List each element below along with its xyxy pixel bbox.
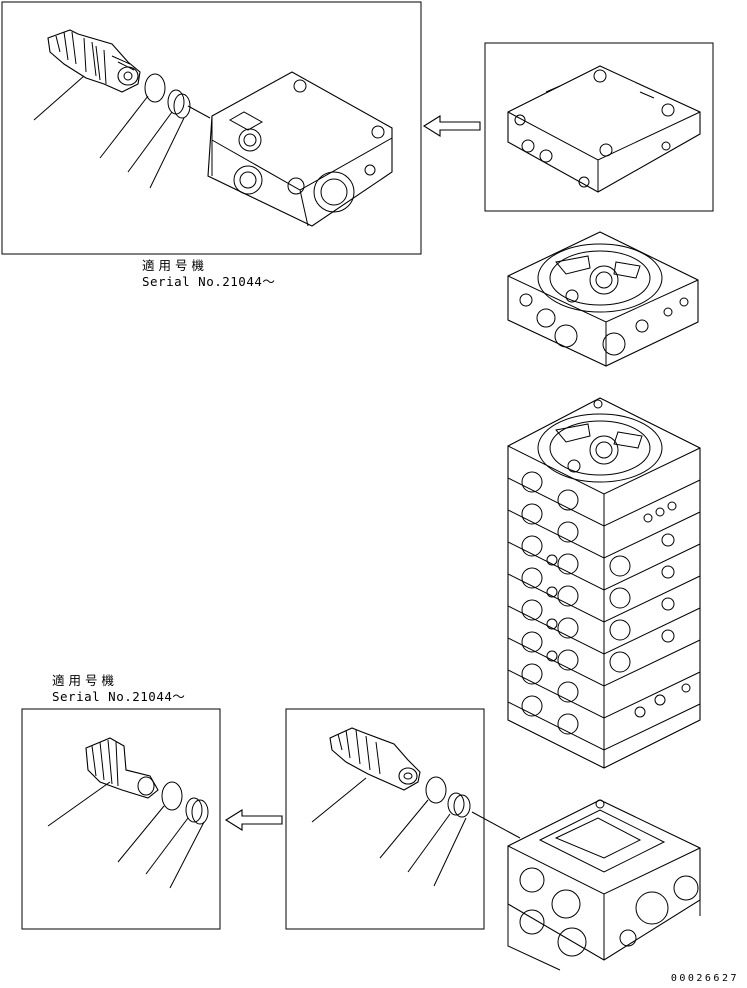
valve-section-single [507,231,699,367]
document-id: 00026627 [670,973,739,984]
serial-number-label-top: Serial No.21044～ [142,274,276,289]
arrow-left-top [422,115,481,137]
applicable-models-label-bottom: 適用号機 [52,673,119,688]
o-ring-bottom-middle [425,776,447,804]
detail-box-top-left [1,1,422,255]
reference-box-top-right [484,42,714,212]
leader-line-end-section [471,811,521,839]
backup-ring-bottom-middle [447,792,465,816]
cartridge-valve-top [47,29,141,93]
o-ring-set-top [144,73,191,119]
cartridge-valve-bottom-middle [329,727,421,791]
detail-box-bottom-left [21,708,221,930]
arrow-left-bottom [224,809,283,831]
valve-end-section [507,799,701,971]
o-ring-bottom-left [161,781,183,811]
applicable-models-label-top: 適用号機 [142,258,209,273]
valve-section-cutaway [207,71,393,227]
leader-lines-top [33,75,211,189]
cartridge-valve-bottom-left [85,737,159,799]
detail-box-bottom-middle [285,708,485,930]
serial-number-label-bottom: Serial No.21044～ [52,689,186,704]
valve-stack-assembly [507,397,701,769]
backup-ring-bottom-left [185,797,203,823]
